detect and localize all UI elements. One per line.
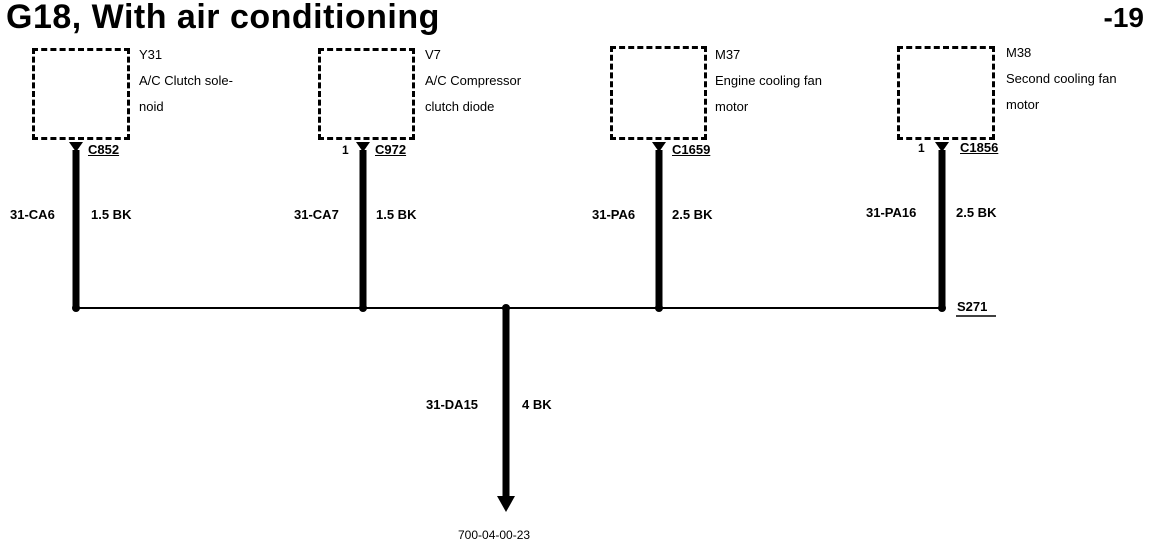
ground-wire-size: 4 BK [522,397,552,412]
junction-dot [72,304,80,312]
connector-label-v7: C972 [375,142,407,157]
ground-arrow-icon [497,496,515,512]
connector-arrow-icon [356,142,370,152]
connector-arrow-icon [69,142,83,152]
junction-dot [938,304,946,312]
wire-circuit-label: 31-PA6 [592,207,636,222]
component-name-line1: A/C Compressor [425,73,522,88]
wire-circuit-label: 31-CA7 [294,207,339,222]
component-label-v7: V7 A/C Compressor clutch diode [425,42,521,120]
wire-size-label: 2.5 BK [672,207,713,222]
wire-circuit-label: 31-PA16 [866,205,917,220]
component-box-y31 [32,48,130,140]
connector-label-m38: C1856 [960,140,999,155]
connector-arrow-icon [652,142,666,152]
component-name-line2: clutch diode [425,99,495,114]
component-id: Y31 [139,47,163,62]
reference-number: 700-04-00-23 [458,528,531,542]
splice-label: S271 [957,299,988,314]
diagram-title: G18, With air conditioning [6,0,440,36]
connector-label-m37: C1659 [672,142,711,157]
component-box-v7 [318,48,415,140]
connector-arrow-icon [935,142,949,152]
component-id: V7 [425,47,441,62]
wire-size-label: 1.5 BK [91,207,132,222]
ground-wire-circuit: 31-DA15 [426,397,479,412]
component-name-line1: Engine cooling fan [715,73,822,88]
wire-size-label: 1.5 BK [376,207,417,222]
component-box-m37 [610,46,707,140]
wire-size-label: 2.5 BK [956,205,997,220]
page-number: -19 [1103,2,1144,33]
component-box-m38 [897,46,995,140]
component-label-y31: Y31 A/C Clutch sole- noid [139,42,233,120]
component-id: M38 [1006,45,1032,60]
wire-circuit-label: 31-CA6 [10,207,55,222]
component-id: M37 [715,47,741,62]
component-name-line2: motor [1006,97,1040,112]
component-name-line2: motor [715,99,749,114]
pin-number-v7: 1 [342,143,349,157]
component-name-line1: Second cooling fan [1006,71,1117,86]
component-name-line1: A/C Clutch sole- [139,73,233,88]
pin-number-m38: 1 [918,141,925,155]
component-label-m38: M38 Second cooling fan motor [1006,40,1117,118]
connector-label-y31: C852 [88,142,120,157]
junction-dot [655,304,663,312]
junction-dot [359,304,367,312]
component-name-line2: noid [139,99,164,114]
component-label-m37: M37 Engine cooling fan motor [715,42,822,120]
